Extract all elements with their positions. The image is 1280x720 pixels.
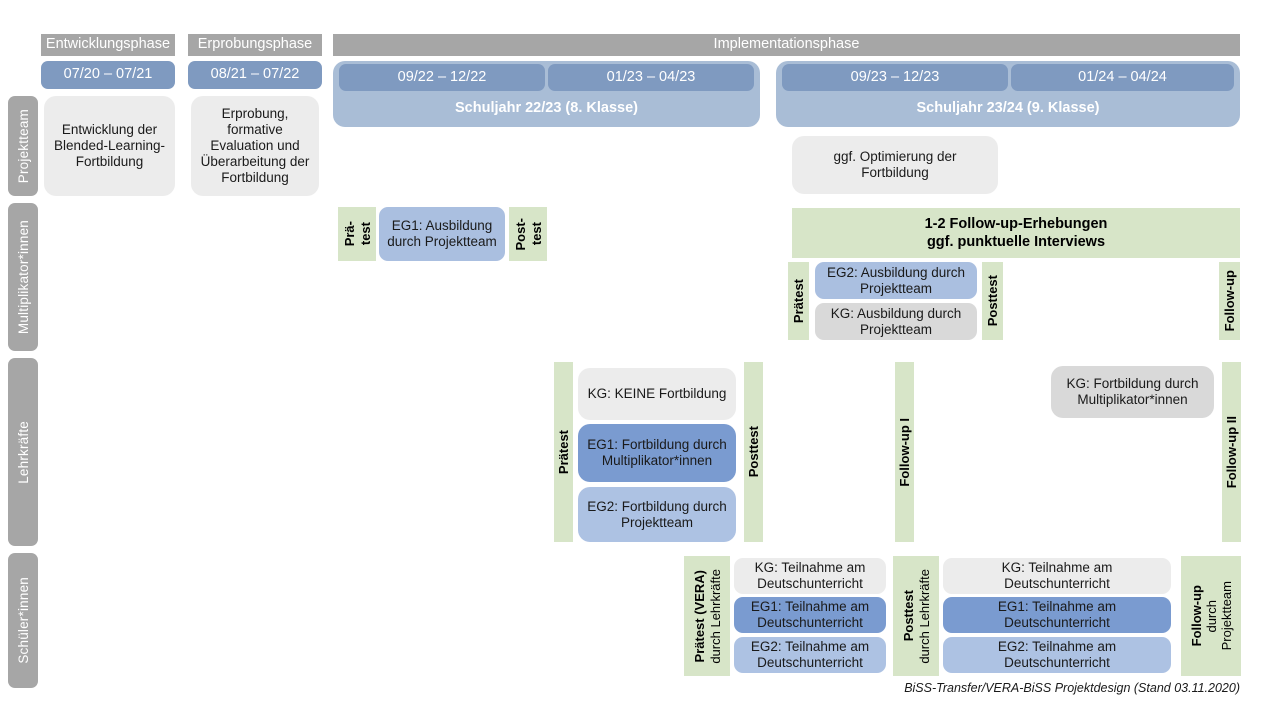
phase-label: Entwicklungsphase [45,36,171,53]
multiplikatoren-praetest2-column: Prätest [788,262,809,340]
schueler-right-kg-box: KG: Teilnahme am Deutschunterricht [943,558,1171,594]
schueler-followup-column: Follow-up durch Projektteam [1181,556,1241,676]
followup-banner-line1: 1-2 Follow-up-Erhebungen [924,215,1108,232]
date-label: 09/23 – 12/23 [850,68,940,85]
multiplikatoren-eg1-box: EG1: Ausbildung durch Projektteam [379,207,505,261]
followup-banner-line2: ggf. punktuelle Interviews [926,234,1106,250]
praetest-line1: Prä- [341,221,357,247]
lehrkraefte-posttest-column: Posttest [744,362,763,542]
multiplikatoren-followup-banner: 1-2 Follow-up-Erhebungen ggf. punktuelle… [792,208,1240,258]
lehrkraefte-eg2-box: EG2: Fortbildung durch Projektteam [578,487,736,542]
schoolyear-band-2324: 09/23 – 12/23 01/24 – 04/24 Schuljahr 23… [776,61,1240,127]
phase-header-erprobung: Erprobungsphase [188,34,322,56]
row-label-multiplikatoren: Multiplikator*innen [8,203,38,351]
posttest-durch-label: durch Lehrkräfte [916,568,932,664]
phase-header-implementation: Implementationsphase [333,34,1240,56]
date-chip-0123-0423: 01/23 – 04/23 [548,64,754,91]
date-chip-0922-1222: 09/22 – 12/22 [339,64,545,91]
lehrkraefte-followup2-column: Follow-up II [1222,362,1241,542]
posttest-label: Posttest [900,590,916,642]
multiplikatoren-posttest-column: Post- test [509,207,547,261]
multiplikatoren-eg2-box: EG2: Ausbildung durch Projektteam [815,262,977,299]
row-label-schueler: Schüler*innen [8,553,38,688]
schueler-left-kg-box: KG: Teilnahme am Deutschunterricht [734,558,886,594]
schueler-left-eg2-box: EG2: Teilnahme am Deutschunterricht [734,637,886,673]
praetest-durch-label: durch Lehrkräfte [707,568,723,664]
projektteam-optimierung-box: ggf. Optimierung der Fortbildung [792,136,998,194]
followup-durch-label: durch [1203,599,1219,633]
date-chip-0720-0721: 07/20 – 07/21 [41,61,175,89]
date-chip-0821-0722: 08/21 – 07/22 [188,61,322,89]
lehrkraefte-kg-keine-box: KG: KEINE Fortbildung [578,368,736,420]
date-label: 01/24 – 04/24 [1078,68,1167,85]
schueler-left-eg1-box: EG1: Teilnahme am Deutschunterricht [734,597,886,633]
date-label: 07/20 – 07/21 [63,66,153,83]
praetest-vera-label: Prätest (VERA) [691,569,707,663]
schueler-right-eg2-box: EG2: Teilnahme am Deutschunterricht [943,637,1171,673]
followup-projektteam-label: Projektteam [1218,581,1234,651]
schueler-praetest-column: Prätest (VERA) durch Lehrkräfte [684,556,730,676]
row-label-projektteam: Projektteam [8,96,38,196]
schoolyear-label-2223: Schuljahr 22/23 (8. Klasse) [455,100,638,117]
posttest-line2: test [528,222,544,246]
date-chip-0124-0424: 01/24 – 04/24 [1011,64,1234,91]
date-label: 01/23 – 04/23 [606,68,696,85]
phase-label: Implementationsphase [713,36,860,53]
lehrkraefte-kg-fortbildung-box: KG: Fortbildung durch Multiplikator*inne… [1051,366,1214,418]
multiplikatoren-followup-column: Follow-up [1219,262,1240,340]
row-label-lehrkraefte: Lehrkräfte [8,358,38,546]
schueler-right-eg1-box: EG1: Teilnahme am Deutschunterricht [943,597,1171,633]
lehrkraefte-praetest-column: Prätest [554,362,573,542]
multiplikatoren-posttest2-column: Posttest [982,262,1003,340]
followup-label: Follow-up [1188,585,1204,647]
schueler-posttest-column: Posttest durch Lehrkräfte [893,556,939,676]
schoolyear-band-2223: 09/22 – 12/22 01/23 – 04/23 Schuljahr 22… [333,61,760,127]
multiplikatoren-praetest-column: Prä- test [338,207,376,261]
date-chip-0923-1223: 09/23 – 12/23 [782,64,1008,91]
schoolyear-label-2324: Schuljahr 23/24 (9. Klasse) [916,100,1100,117]
phase-header-entwicklung: Entwicklungsphase [41,34,175,56]
date-label: 08/21 – 07/22 [210,66,300,83]
phase-label: Erprobungsphase [197,36,313,53]
praetest-line2: test [357,222,373,246]
multiplikatoren-kg-box: KG: Ausbildung durch Projektteam [815,303,977,340]
footer-credit: BiSS-Transfer/VERA-BiSS Projektdesign (S… [904,681,1240,695]
projektteam-erprobung-box: Erprobung, formative Evaluation und Über… [191,96,319,196]
projektteam-entwicklung-box: Entwicklung der Blended-Learning-Fortbil… [44,96,175,196]
date-label: 09/22 – 12/22 [397,68,487,85]
posttest-line1: Post- [512,217,528,251]
lehrkraefte-eg1-box: EG1: Fortbildung durch Multiplikator*inn… [578,424,736,482]
lehrkraefte-followup1-column: Follow-up I [895,362,914,542]
